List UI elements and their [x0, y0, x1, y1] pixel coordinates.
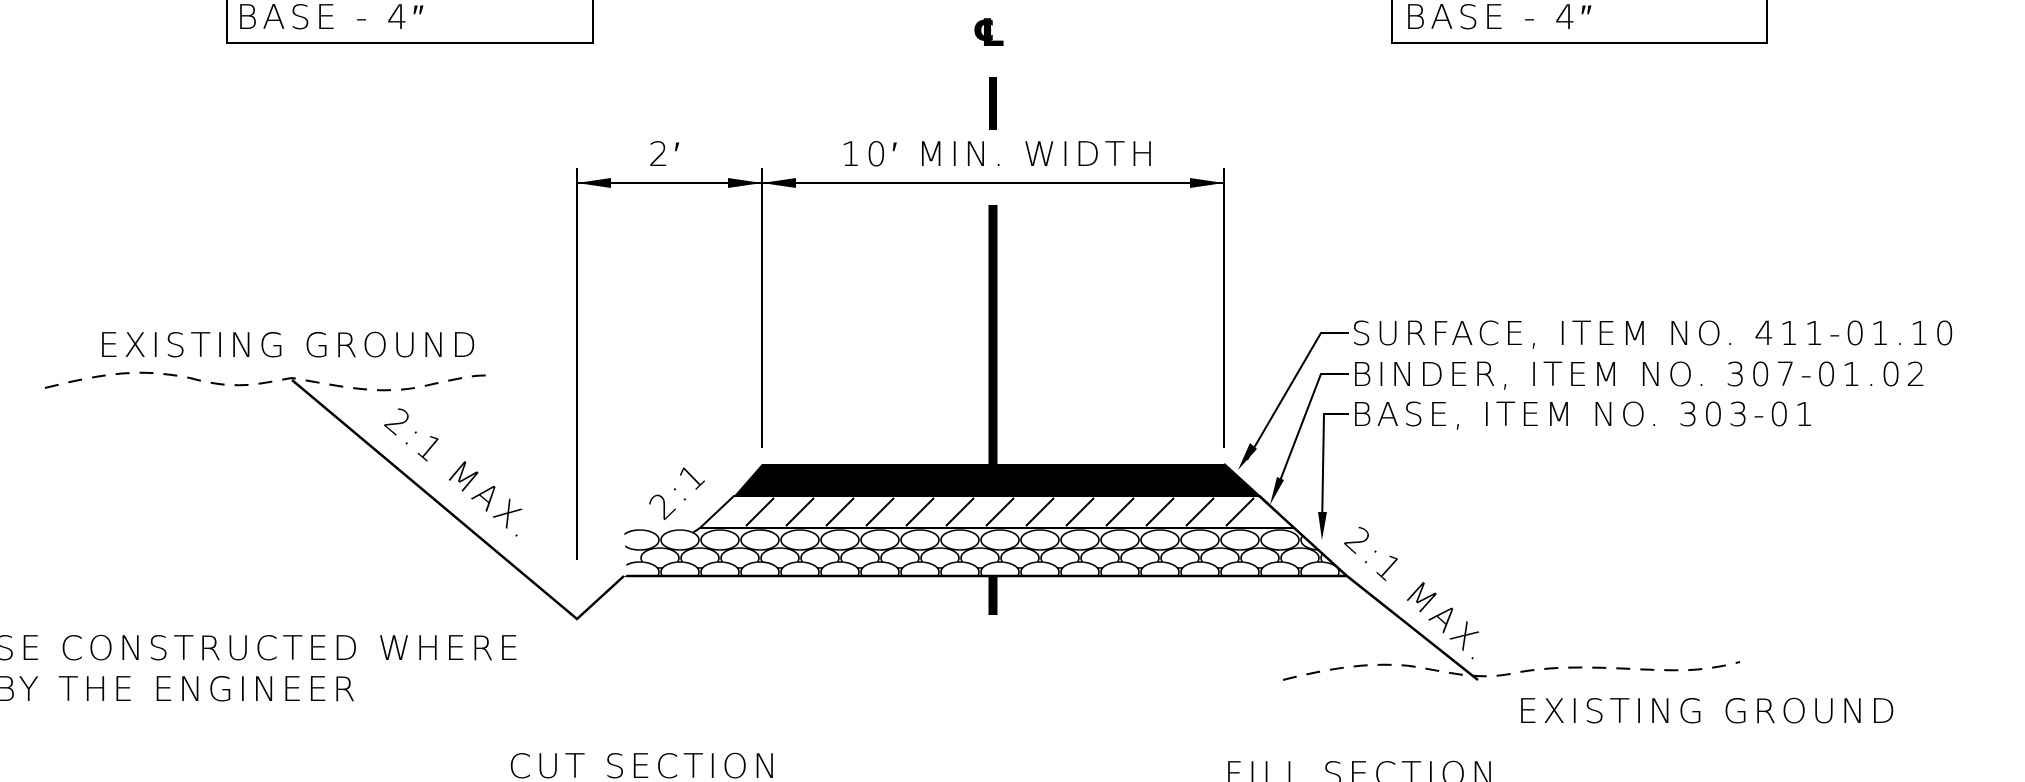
aggregate-stone [860, 529, 900, 551]
hatch-line [785, 497, 815, 527]
hatch-line [1145, 497, 1175, 527]
aggregate-stone [1260, 529, 1300, 551]
top-left-box-label: BASE - 4″ [236, 0, 428, 38]
surface-layer [734, 464, 1260, 496]
aggregate-stone [1180, 561, 1220, 576]
hatch-line [905, 497, 935, 527]
aggregate-stone [660, 561, 700, 576]
top-right-box-label: BASE - 4″ [1404, 0, 1596, 38]
hatch-line [1105, 497, 1135, 527]
aggregate-stone [1220, 529, 1260, 551]
aggregate-stone [860, 561, 900, 576]
aggregate-stone [1140, 561, 1180, 576]
aggregate-stone [1300, 561, 1340, 576]
top-left-box: BASE - 4″ [226, 0, 594, 44]
aggregate-stone [1060, 529, 1100, 551]
aggregate-stone [940, 561, 980, 576]
note-line-1: SE CONSTRUCTED WHERE [0, 629, 523, 669]
hatch-line [1185, 497, 1215, 527]
callout-base: BASE, ITEM NO. 303-01 [1351, 395, 1819, 434]
aggregate-stone [700, 561, 740, 576]
aggregate-stone [1060, 561, 1100, 576]
aggregate-stone [940, 529, 980, 551]
aggregate-stone [1020, 529, 1060, 551]
aggregate-stone [740, 529, 780, 551]
slope-right-max-label: 2:1 MAX. [1336, 519, 1500, 672]
dim-10ft-label: 10′ MIN. WIDTH [840, 135, 1159, 175]
dim-2ft-label: 2′ [648, 135, 684, 175]
aggregate-stone [1100, 529, 1140, 551]
slope-inner-label: 2:1 [641, 453, 717, 528]
aggregate-stone [980, 561, 1020, 576]
hatch-line [1025, 497, 1055, 527]
aggregate-stone [780, 561, 820, 576]
aggregate-stone [900, 561, 940, 576]
aggregate-stone [740, 561, 780, 576]
aggregate-stone [820, 561, 860, 576]
hatch-line [945, 497, 975, 527]
aggregate-stone [900, 529, 940, 551]
callout-surface: SURFACE, ITEM NO. 411-01.10 [1351, 314, 1959, 353]
base-aggregate [624, 529, 1347, 576]
hatch-line [1225, 497, 1255, 527]
existing-ground-left-label: EXISTING GROUND [98, 326, 481, 366]
slope-left-max-label: 2:1 MAX. [376, 400, 543, 549]
existing-ground-left-line [44, 371, 491, 392]
hatch-line [1065, 497, 1095, 527]
aggregate-stone [1220, 561, 1260, 576]
aggregate-stone [660, 529, 700, 551]
dimension-lines [576, 168, 1225, 560]
aggregate-stone [780, 529, 820, 551]
cut-section-label: CUT SECTION [508, 747, 782, 782]
existing-ground-right-label: EXISTING GROUND [1517, 692, 1900, 732]
binder-hatch [745, 497, 1255, 527]
cut-slope-line [291, 379, 625, 621]
aggregate-stone [1020, 561, 1060, 576]
aggregate-stone [980, 529, 1020, 551]
aggregate-stone [624, 561, 660, 576]
aggregate-stone [700, 529, 740, 551]
callout-binder: BINDER, ITEM NO. 307-01.02 [1351, 355, 1931, 394]
hatch-line [745, 497, 775, 527]
top-right-box: BASE - 4″ [1391, 0, 1768, 44]
aggregate-stone [1140, 529, 1180, 551]
aggregate-stone [624, 529, 660, 551]
fill-section-label: FILL SECTION [1224, 755, 1500, 782]
aggregate-stone [1100, 561, 1140, 576]
existing-ground-right-line [1282, 661, 1741, 681]
pavement-section [623, 464, 1350, 578]
centerline-symbol: ℄ [972, 11, 1006, 55]
callout-arrowheads [1238, 443, 1327, 540]
callout-leaders [1246, 332, 1349, 531]
aggregate-stone [1260, 561, 1300, 576]
note-line-2: BY THE ENGINEER [0, 670, 360, 710]
hatch-line [825, 497, 855, 527]
aggregate-stone [820, 529, 860, 551]
hatch-line [865, 497, 895, 527]
aggregate-stone [1180, 529, 1220, 551]
hatch-line [985, 497, 1015, 527]
fill-slope-line [1223, 463, 1479, 681]
